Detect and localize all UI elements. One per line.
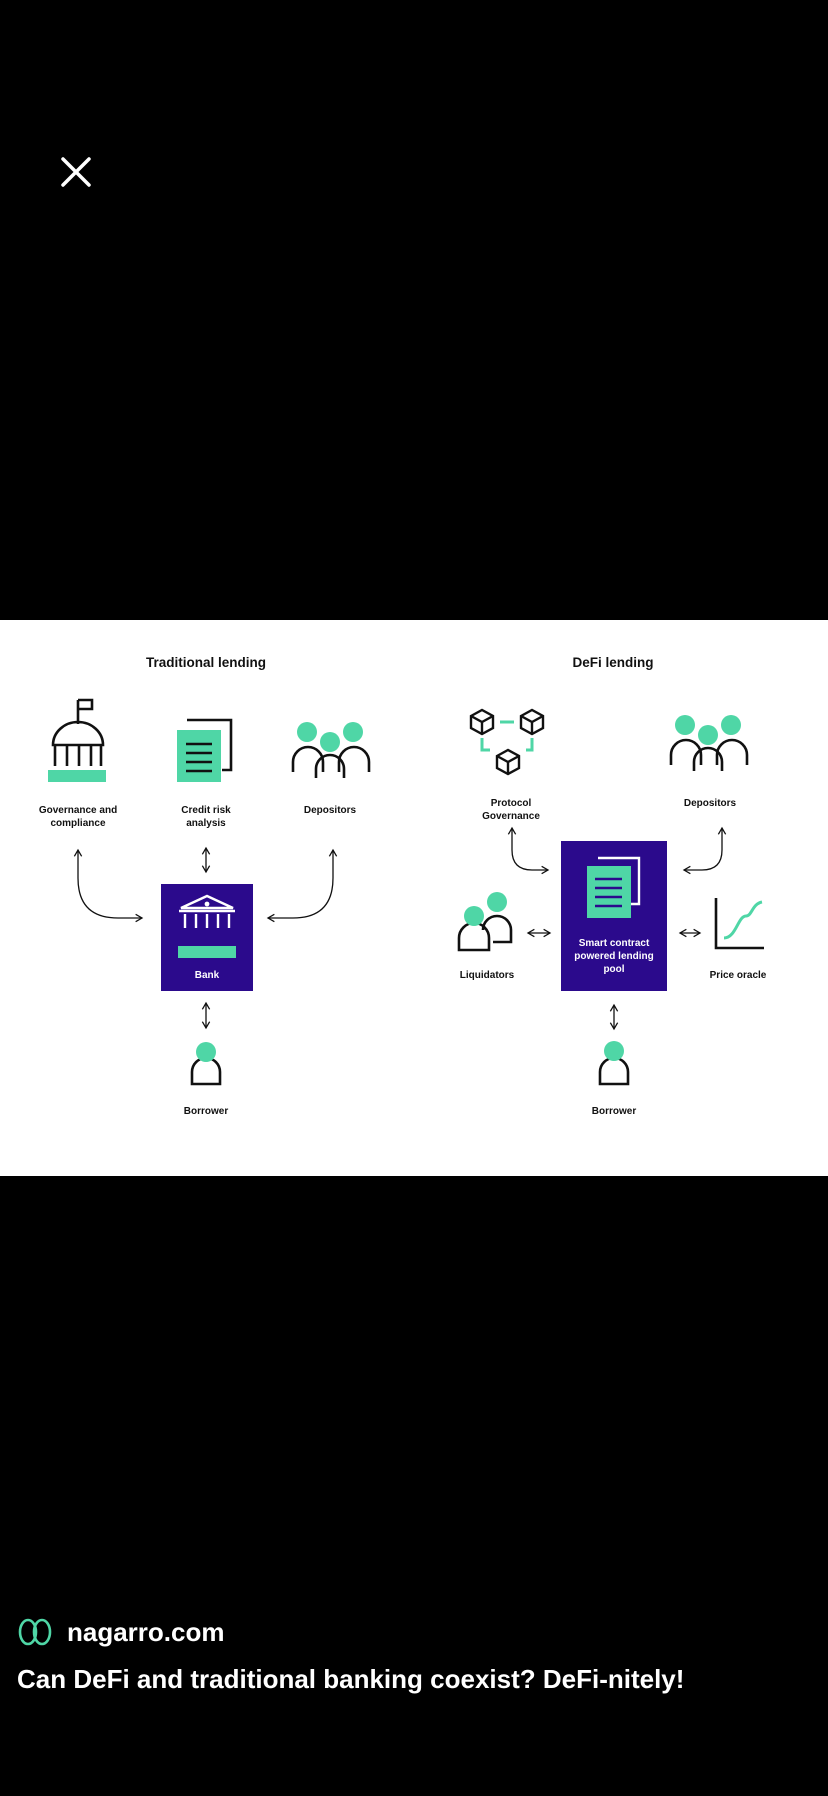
- image-caption[interactable]: Can DeFi and traditional banking coexist…: [17, 1664, 685, 1694]
- protocol-governance-label: Governance: [482, 811, 540, 822]
- document-icon: [177, 718, 233, 782]
- borrower-label: Borrower: [184, 1106, 229, 1117]
- bank-label: Bank: [195, 970, 220, 981]
- image-info: nagarro.com Can DeFi and traditional ban…: [0, 1612, 828, 1695]
- credit-risk-label: analysis: [186, 818, 226, 829]
- governance-label: Governance and: [39, 805, 117, 816]
- people-group-icon: [669, 715, 749, 771]
- pool-label: powered lending: [574, 951, 653, 962]
- line-chart-icon: [714, 898, 764, 950]
- bank-node: Bank: [161, 884, 253, 991]
- liquidators-label: Liquidators: [460, 970, 515, 981]
- capitol-icon: [51, 698, 105, 766]
- source-link[interactable]: nagarro.com: [17, 1612, 811, 1652]
- pool-label: pool: [603, 964, 624, 975]
- people-group-icon: [291, 722, 371, 778]
- viewer-image[interactable]: Traditional lending Governance and compl…: [0, 620, 828, 1176]
- depositors-label: Depositors: [684, 798, 737, 809]
- pool-label: Smart contract: [579, 938, 650, 949]
- source-domain[interactable]: nagarro.com: [67, 1616, 225, 1647]
- defi-title: DeFi lending: [573, 655, 654, 670]
- close-button[interactable]: [54, 150, 98, 194]
- credit-risk-label: Credit risk: [181, 805, 231, 816]
- lending-pool-node: Smart contract powered lending pool: [561, 841, 667, 991]
- person-icon: [190, 1042, 222, 1086]
- price-oracle-label: Price oracle: [710, 970, 767, 981]
- close-icon: [61, 157, 91, 187]
- protocol-governance-label: Protocol: [491, 798, 532, 809]
- people-pair-icon: [457, 892, 513, 952]
- nagarro-logo-icon: [18, 1618, 52, 1646]
- traditional-title: Traditional lending: [146, 655, 266, 670]
- person-icon: [598, 1041, 630, 1086]
- lending-diagram: Traditional lending Governance and compl…: [39, 655, 767, 1117]
- governance-label: compliance: [50, 818, 105, 829]
- blockchain-cubes-icon: [469, 708, 545, 776]
- borrower-label: Borrower: [592, 1106, 637, 1117]
- depositors-label: Depositors: [304, 805, 357, 816]
